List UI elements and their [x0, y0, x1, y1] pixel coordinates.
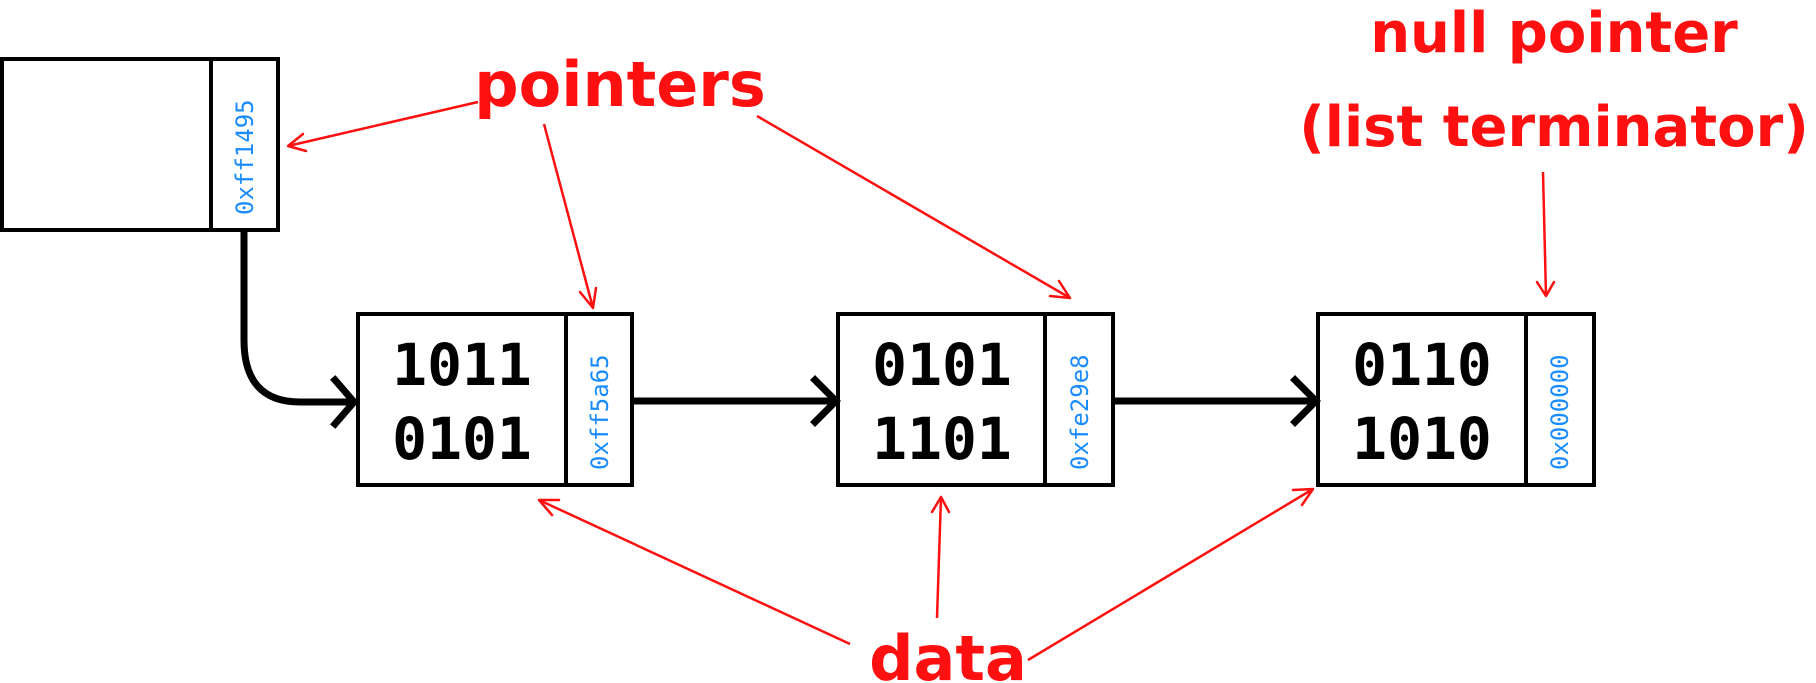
link-head-arrowhead	[330, 375, 359, 429]
node-2-address: 0xfe29e8	[1066, 354, 1094, 470]
annotation-data-to-node-1	[537, 498, 851, 646]
link-2-arrowhead	[1290, 375, 1321, 427]
label-pointers: pointers	[474, 48, 766, 121]
annotation-arrow-line	[935, 496, 943, 619]
arrowhead-icon	[1535, 280, 1556, 298]
arrowhead-icon	[1048, 279, 1072, 300]
annotation-data-to-node-2	[930, 495, 951, 619]
label-null-pointer: null pointer	[1370, 1, 1738, 66]
head-pointer: 0xff1495	[0, 57, 280, 232]
annotation-arrow-line	[542, 123, 595, 309]
node-1: 1011 0101 0xff5a65	[356, 312, 634, 487]
annotation-pointers-to-node-1	[542, 123, 598, 310]
annotation-pointers-to-node-2	[756, 114, 1072, 300]
link-node-1-to-node-2	[634, 375, 841, 427]
link-head-to-node-1	[240, 232, 359, 429]
node-3: 0110 1010 0x000000	[1316, 312, 1596, 487]
arrowhead-icon	[930, 495, 951, 514]
node-1-data-line1: 1011	[392, 331, 532, 399]
annotation-arrow-line	[538, 498, 851, 646]
arrowhead-icon	[1291, 487, 1315, 507]
node-1-address: 0xff5a65	[586, 354, 614, 470]
node-3-box	[1316, 312, 1596, 487]
node-3-data-line2: 1010	[1352, 405, 1492, 473]
annotation-arrow-line	[1027, 487, 1314, 662]
annotation-arrow-line	[287, 100, 479, 148]
node-1-data-line2: 0101	[392, 405, 532, 473]
node-1-box	[356, 312, 634, 487]
annotation-data-to-node-3	[1027, 487, 1315, 662]
link-1-arrowhead	[810, 375, 841, 427]
annotation-null-pointer	[1535, 171, 1556, 298]
link-head-line	[240, 232, 350, 406]
node-2: 0101 1101 0xfe29e8	[836, 312, 1115, 487]
annotation-pointers-to-head	[286, 100, 479, 153]
annotation-arrow-line	[756, 114, 1071, 300]
node-2-data-line2: 1101	[872, 405, 1012, 473]
arrowhead-icon	[286, 132, 308, 153]
head-address: 0xff1495	[231, 99, 259, 215]
arrowhead-icon	[578, 286, 598, 310]
annotation-arrow-line	[1541, 171, 1548, 297]
label-data: data	[869, 622, 1027, 683]
node-2-data-line1: 0101	[872, 331, 1012, 399]
link-node-2-to-node-3	[1115, 375, 1321, 427]
label-list-terminator: (list terminator)	[1299, 95, 1809, 160]
head-box	[0, 57, 280, 232]
arrowhead-icon	[537, 498, 561, 517]
node-3-address: 0x000000	[1546, 354, 1574, 470]
node-3-data-line1: 0110	[1352, 331, 1492, 399]
